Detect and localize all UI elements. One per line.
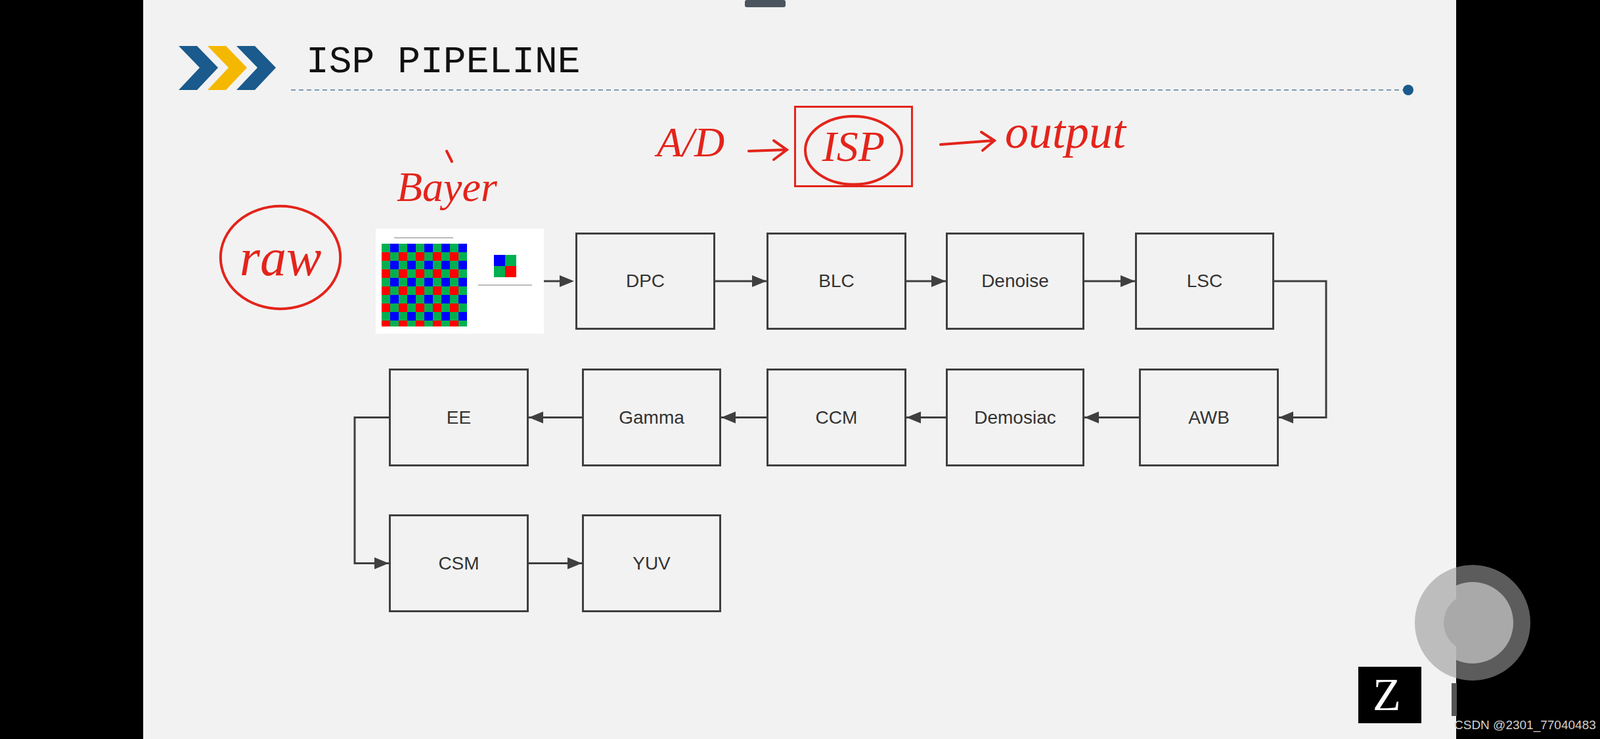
- flow-arrow: [906, 416, 946, 419]
- process-box: DPC: [575, 232, 716, 330]
- node-text: CCM: [815, 407, 858, 429]
- floating-button: [1414, 564, 1531, 716]
- rule-dot: [1402, 84, 1414, 96]
- node-text: DPC: [625, 270, 665, 292]
- node-text: CSM: [438, 553, 479, 575]
- process-box: Denoise: [945, 232, 1085, 330]
- process-box: CSM: [388, 514, 529, 613]
- process-box: AWB: [1138, 368, 1279, 467]
- flow-arrow: [528, 562, 582, 565]
- flow-arrow: [721, 416, 767, 419]
- logo-square: [1358, 666, 1422, 724]
- node-text: Gamma: [618, 407, 685, 429]
- logo-letter: Z: [1372, 668, 1401, 722]
- bayer-to-dpc-arrow: [543, 275, 575, 288]
- process-box: CCM: [766, 368, 907, 467]
- node-text: YUV: [632, 553, 671, 575]
- node-text: ISP: [822, 121, 885, 172]
- process-box: Demosiac: [945, 368, 1085, 467]
- slide-background: [143, 0, 1457, 739]
- process-box: EE: [388, 368, 529, 467]
- flow-arrow: [354, 417, 389, 564]
- process-box: YUV: [581, 514, 722, 613]
- handwritten-note: A/D: [656, 118, 725, 167]
- title-chevrons: [178, 45, 276, 90]
- node-text: AWB: [1188, 407, 1230, 429]
- node-text: raw: [239, 227, 322, 288]
- flow-arrow: [528, 416, 582, 419]
- process-box: Gamma: [581, 368, 722, 467]
- bayer-illustration: [375, 228, 544, 334]
- slide-title: ISP PIPELINE: [306, 40, 581, 84]
- process-box: LSC: [1134, 232, 1275, 330]
- process-box: BLC: [766, 232, 907, 330]
- node-text: Denoise: [981, 270, 1049, 292]
- flow-arrow: [1084, 280, 1135, 283]
- flow-arrow: [715, 280, 767, 283]
- handwritten-box: ISP: [794, 105, 913, 188]
- node-text: Demosiac: [974, 407, 1056, 429]
- flow-arrow: [1084, 416, 1139, 419]
- node-text: EE: [446, 407, 471, 429]
- flow-arrow: [906, 280, 946, 283]
- circled-note: raw: [218, 201, 343, 314]
- watermark: CSDN @2301_77040483: [1454, 717, 1597, 733]
- title-rule: [290, 89, 1406, 91]
- handwritten-note: output: [1004, 105, 1126, 160]
- node-text: BLC: [818, 270, 854, 292]
- top-tab: [744, 0, 786, 8]
- node-text: LSC: [1186, 270, 1223, 292]
- flow-arrow: [1274, 281, 1327, 418]
- handwritten-note: Bayer: [396, 162, 498, 212]
